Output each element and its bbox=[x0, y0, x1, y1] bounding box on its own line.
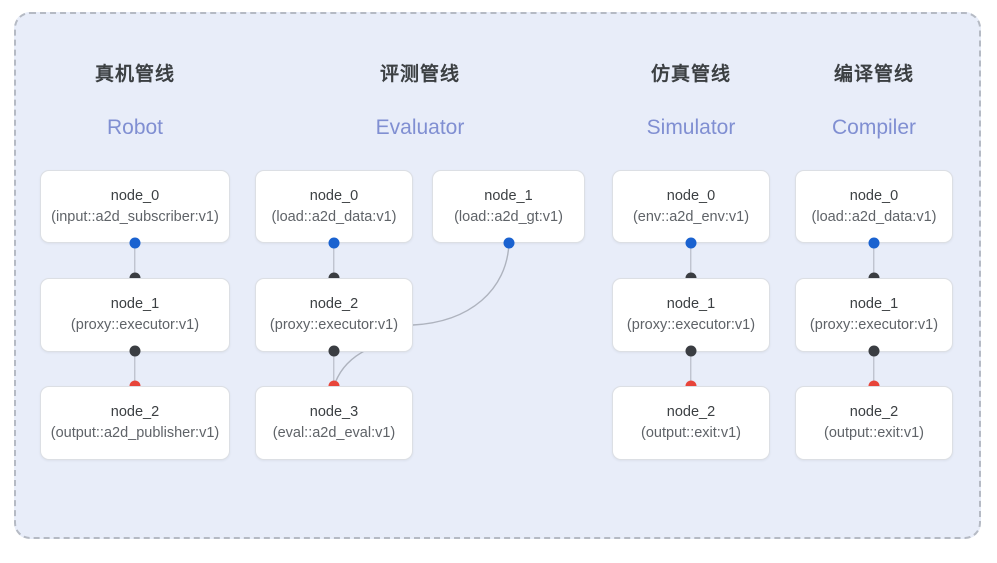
node-card-evaluator-1[interactable]: node_1 (load::a2d_gt:v1) bbox=[432, 170, 585, 243]
node-type: (load::a2d_gt:v1) bbox=[454, 208, 563, 225]
column-subtitle-compiler: Compiler bbox=[831, 116, 917, 139]
node-card-simulator-2[interactable]: node_2 (output::exit:v1) bbox=[612, 386, 770, 460]
port-output-blue-evaluator-1[interactable] bbox=[503, 237, 515, 249]
node-type: (output::exit:v1) bbox=[824, 425, 924, 441]
node-name: node_2 bbox=[110, 404, 160, 420]
node-card-evaluator-0[interactable]: node_0 (load::a2d_data:v1) bbox=[255, 170, 413, 243]
column-header-robot: 真机管线 Robot bbox=[40, 62, 230, 142]
port-output-dark-evaluator-2[interactable] bbox=[328, 345, 340, 357]
node-name: node_3 bbox=[309, 404, 359, 420]
node-name: node_1 bbox=[666, 296, 716, 312]
node-type: (eval::a2d_eval:v1) bbox=[272, 425, 396, 441]
node-card-compiler-0[interactable]: node_0 (load::a2d_data:v1) bbox=[795, 170, 953, 243]
node-type: (env::a2d_env:v1) bbox=[632, 208, 750, 225]
edge-robot-0-1 bbox=[134, 241, 136, 279]
node-type: (proxy::executor:v1) bbox=[626, 317, 756, 333]
node-type: (load::a2d_data:v1) bbox=[271, 208, 397, 225]
port-output-dark-simulator-1[interactable] bbox=[685, 345, 697, 357]
node-card-compiler-2[interactable]: node_2 (output::exit:v1) bbox=[795, 386, 953, 460]
node-card-robot-1[interactable]: node_1 (proxy::executor:v1) bbox=[40, 278, 230, 352]
node-type: (input::a2d_subscriber:v1) bbox=[51, 208, 219, 225]
port-output-dark-compiler-1[interactable] bbox=[868, 345, 880, 357]
port-output-blue-robot-0[interactable] bbox=[129, 237, 141, 249]
node-type: (proxy::executor:v1) bbox=[269, 317, 399, 333]
node-type: (output::a2d_publisher:v1) bbox=[50, 425, 220, 441]
node-name: node_0 bbox=[110, 187, 160, 204]
node-card-evaluator-2[interactable]: node_2 (proxy::executor:v1) bbox=[255, 278, 413, 352]
column-title-compiler: 编译管线 bbox=[833, 64, 914, 85]
column-title-robot: 真机管线 bbox=[94, 64, 175, 85]
node-name: node_0 bbox=[666, 187, 716, 204]
edge-compiler-1-2 bbox=[873, 350, 875, 387]
node-name: node_0 bbox=[849, 187, 899, 204]
node-card-robot-0[interactable]: node_0 (input::a2d_subscriber:v1) bbox=[40, 170, 230, 243]
column-header-simulator: 仿真管线 Simulator bbox=[612, 62, 770, 142]
node-type: (proxy::executor:v1) bbox=[70, 317, 200, 333]
column-title-simulator: 仿真管线 bbox=[650, 64, 731, 85]
port-output-blue-compiler-0[interactable] bbox=[868, 237, 880, 249]
node-type: (output::exit:v1) bbox=[641, 425, 741, 441]
port-output-blue-simulator-0[interactable] bbox=[685, 237, 697, 249]
port-output-blue-evaluator-0[interactable] bbox=[328, 237, 340, 249]
node-card-evaluator-3[interactable]: node_3 (eval::a2d_eval:v1) bbox=[255, 386, 413, 460]
node-card-compiler-1[interactable]: node_1 (proxy::executor:v1) bbox=[795, 278, 953, 352]
edge-simulator-0-1 bbox=[690, 241, 692, 279]
node-card-robot-2[interactable]: node_2 (output::a2d_publisher:v1) bbox=[40, 386, 230, 460]
node-name: node_2 bbox=[849, 404, 899, 420]
edge-compiler-0-1 bbox=[873, 241, 875, 279]
edge-simulator-1-2 bbox=[690, 350, 692, 387]
node-name: node_2 bbox=[666, 404, 716, 420]
node-card-simulator-0[interactable]: node_0 (env::a2d_env:v1) bbox=[612, 170, 770, 243]
node-name: node_1 bbox=[484, 187, 533, 204]
column-subtitle-simulator: Simulator bbox=[646, 116, 736, 139]
column-header-compiler: 编译管线 Compiler bbox=[795, 62, 953, 142]
edge-evaluator-0-2 bbox=[333, 241, 335, 279]
port-output-dark-robot-1[interactable] bbox=[129, 345, 141, 357]
node-name: node_1 bbox=[849, 296, 899, 312]
node-type: (proxy::executor:v1) bbox=[809, 317, 939, 333]
node-name: node_1 bbox=[110, 296, 160, 312]
column-subtitle-evaluator: Evaluator bbox=[375, 116, 465, 139]
node-name: node_0 bbox=[309, 187, 359, 204]
node-type: (load::a2d_data:v1) bbox=[811, 208, 937, 225]
column-header-evaluator: 评测管线 Evaluator bbox=[255, 62, 585, 142]
column-subtitle-robot: Robot bbox=[106, 116, 164, 139]
column-title-evaluator: 评测管线 bbox=[379, 64, 460, 85]
node-name: node_2 bbox=[309, 296, 359, 312]
node-card-simulator-1[interactable]: node_1 (proxy::executor:v1) bbox=[612, 278, 770, 352]
edge-robot-1-2 bbox=[134, 350, 136, 387]
